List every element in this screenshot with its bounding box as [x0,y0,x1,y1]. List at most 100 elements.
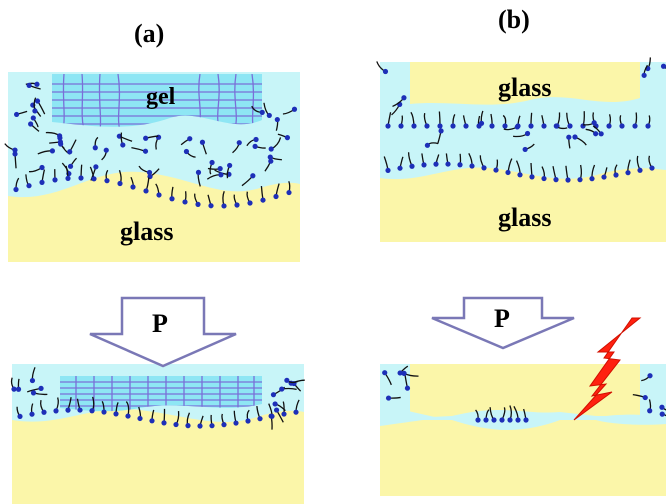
surfactant-head [489,123,495,129]
surfactant-head [13,111,20,118]
surfactant-head [267,154,273,160]
surfactant-head [34,98,41,104]
surfactant-head [281,411,287,417]
upper-glass-label: glass [498,73,551,102]
surfactant-head [572,134,578,140]
surfactant-head [233,420,239,426]
surfactant-head [481,165,487,171]
surfactant-head [32,108,38,114]
surfactant-head [13,186,19,193]
pressure-arrow-b: P [431,296,575,350]
surfactant-head [92,145,98,151]
surfactant-head [424,142,431,148]
surfactant-head [38,385,44,391]
surfactant-head [660,63,666,69]
surfactant-head [577,177,583,183]
surfactant-head [553,177,559,183]
surfactant-head [209,159,215,166]
surfactant-head [382,68,389,75]
surfactant-head [65,175,71,181]
upper-glass [410,62,640,105]
lower-glass-label: glass [498,203,551,232]
surfactant-head [637,167,643,173]
surfactant-head [39,179,45,186]
surfactant-head [649,165,655,171]
surfactant-head [227,162,233,169]
surfactant-head [169,196,175,202]
surfactant-head [598,131,604,137]
lightning-bolt-icon [573,317,642,421]
surfactant-head [566,134,572,140]
surfactant-head [30,115,36,121]
surfactant-head [101,409,107,415]
surfactant-head [450,123,456,129]
surfactant-head [12,147,18,153]
gel-label: gel [146,84,176,110]
upper-glass [410,364,640,418]
surfactant-head [483,417,489,423]
surfactant-head [515,417,521,423]
glass-label: glass [120,217,173,246]
surfactant-head [421,162,427,168]
surfactant-head [659,411,665,417]
surfactant-head [284,135,291,141]
surfactant-head [541,175,547,182]
surfactant-head [120,142,126,148]
surfactant-head [397,165,403,171]
surfactant-head [234,202,240,208]
surfactant-head [401,370,407,376]
surfactant-head [77,407,83,413]
surfactant-head [270,392,277,398]
surfactant-head [26,183,32,189]
surfactant-head [58,141,64,147]
surfactant-head [398,123,404,129]
surfactant-head [385,167,391,174]
surfactant-head [78,175,84,181]
surfactant-head [505,169,511,176]
surfactant-head [52,177,58,183]
surfactant-head [143,188,149,194]
surfactant-head [142,148,149,154]
surfactant-head [29,377,36,384]
glass-substrate [8,171,300,262]
panel-label-a: (a) [134,19,164,48]
surfactant-head [385,123,391,129]
surfactant-head [187,136,193,142]
surfactant-head [424,123,430,129]
lower-glass [380,167,666,242]
surfactant-head [197,423,203,429]
surfactant-head [438,128,444,134]
surfactant-head [15,386,22,392]
surfactant-head [195,169,202,175]
surfactant-head [217,166,223,172]
surfactant-head [507,417,513,423]
panel-b-bottom [380,317,666,496]
trapped-water-pocket [452,412,562,426]
surfactant-head [493,167,499,173]
surfactant-head [437,123,443,129]
surfactant-head [143,135,149,141]
pressure-label: P [152,309,168,338]
pressure-label: P [494,304,510,333]
surfactant-head [17,413,23,420]
surfactant-head [401,95,407,101]
surfactant-head [613,172,619,178]
surfactant-head [104,178,110,184]
surfactant-head [286,189,292,196]
surfactant-head [149,418,155,424]
surfactant-head [433,161,439,167]
surfactant-head [522,146,528,153]
surfactant-head [284,377,290,383]
surfactant-head [273,193,279,200]
surfactant-head [259,109,265,115]
surfactant-head [67,163,74,169]
surfactant-head [91,176,97,182]
surfactant-head [195,201,201,207]
gel-block-compressed [60,376,262,412]
surfactant-head [218,172,224,178]
trapped-water-left [380,404,440,426]
surfactant-head [253,136,259,143]
surfactant-head [463,123,469,129]
surfactant-head [11,386,17,392]
